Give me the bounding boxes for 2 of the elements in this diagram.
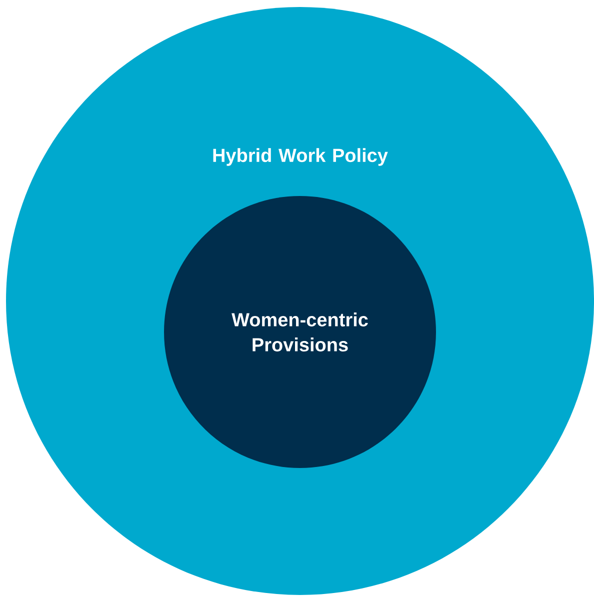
circle-label: Hybrid Work Policy (213, 148, 388, 166)
circle-label: Women-centric Provisions (232, 312, 368, 352)
